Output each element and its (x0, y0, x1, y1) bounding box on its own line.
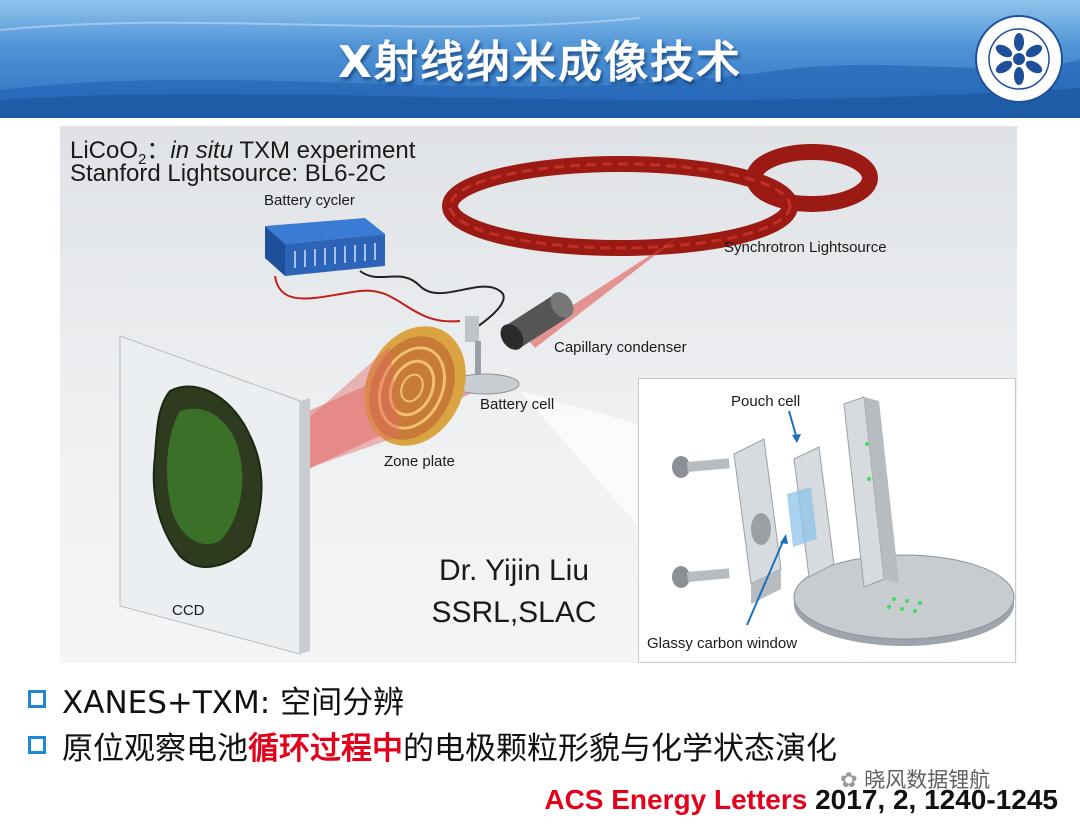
bullet-text-2-after: 的电极颗粒形貌与化学状态演化 (403, 730, 837, 767)
credit-affiliation: SSRL,SLAC (431, 596, 597, 629)
label-battery-cycler: Battery cycler (264, 192, 355, 209)
figure-caption-line2: Stanford Lightsource: BL6-2C (70, 160, 387, 187)
caption-italic: in situ (170, 137, 234, 164)
cas-logo-icon (975, 15, 1063, 103)
watermark-text: 晓风数据锂航 (864, 768, 991, 792)
citation-details: 2017, 2, 1240-1245 (807, 784, 1058, 815)
caption-rest: TXM experiment (233, 137, 416, 164)
setup-illustration (119, 144, 878, 655)
bullet-list: XANES+TXM: 空间分辨 原位观察电池循环过程中的电极颗粒形貌与化学状态演… (28, 676, 1068, 768)
zone-plate (364, 326, 466, 446)
label-ccd: CCD (172, 602, 205, 619)
bullet-text-1: XANES+TXM: 空间分辨 (62, 684, 405, 721)
bullet-text-2-highlight: 循环过程中 (248, 730, 403, 767)
bullet-text-2-before: 原位观察电池 (62, 730, 248, 767)
watermark: ✿ 晓风数据锂航 (840, 764, 990, 794)
caption-separator: ： (146, 137, 171, 164)
capillary-condenser (500, 292, 574, 350)
bullet-box-icon (28, 736, 46, 754)
bullet-item-1: XANES+TXM: 空间分辨 (28, 676, 1068, 722)
synchrotron-ring (442, 144, 878, 256)
figure-caption-line1: LiCoO2：in situ TXM experiment (70, 130, 415, 168)
credit-name: Dr. Yijin Liu (438, 554, 590, 587)
battery-cell (450, 316, 520, 395)
label-zone-plate: Zone plate (384, 453, 455, 470)
battery-cycler (265, 218, 385, 276)
wechat-icon: ✿ (840, 768, 865, 792)
pouch-cell-inset: Pouch cell Glassy carbon window (638, 378, 1016, 663)
label-battery-cell: Battery cell (480, 396, 555, 413)
slide-title: X射线纳米成像技术 (338, 37, 742, 88)
citation: ACS Energy Letters 2017, 2, 1240-1245 (544, 784, 1058, 816)
caption-subscript: 2 (138, 150, 147, 168)
bullet-box-icon (28, 690, 46, 708)
header-decoration (0, 17, 1080, 118)
screw-bottom (672, 566, 730, 588)
bullet-item-2: 原位观察电池循环过程中的电极颗粒形貌与化学状态演化 (28, 722, 1068, 768)
pouch-cell-holder-illustration (672, 396, 1015, 646)
header-banner: X射线纳米成像技术 (0, 0, 1080, 118)
label-glassy-carbon-window: Glassy carbon window (647, 635, 798, 652)
label-capillary-condenser: Capillary condenser (554, 339, 687, 356)
label-synchrotron: Synchrotron Lightsource (724, 239, 887, 256)
screw-top (672, 456, 730, 478)
label-pouch-cell: Pouch cell (731, 393, 801, 410)
ccd-screen (119, 335, 310, 655)
caption-formula: LiCoO (70, 137, 139, 164)
bullet-text-2: 原位观察电池循环过程中的电极颗粒形貌与化学状态演化 (62, 723, 837, 768)
citation-journal: ACS Energy Letters (544, 784, 808, 815)
